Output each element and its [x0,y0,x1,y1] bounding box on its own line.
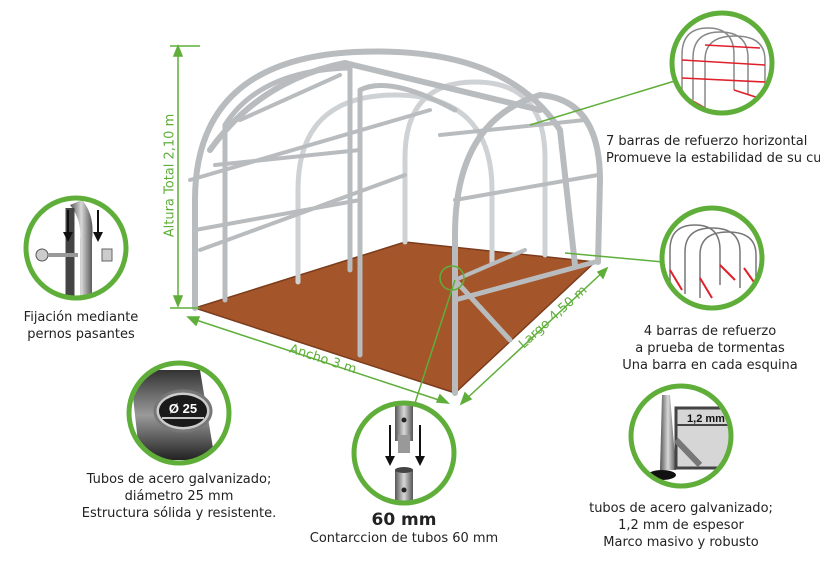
wall-thickness-line2: 1,2 mm de espesor [618,518,744,533]
wall-thickness-line1: tubos de acero galvanizado; [589,501,773,516]
tube-connection-title: 60 mm [371,510,437,530]
detail-storm-bars [659,205,765,311]
detail-bolt-fixing [23,195,129,301]
detail-horizontal-bars [669,10,775,116]
detail-tube-diameter [126,360,232,466]
horizontal-bars-line1: 7 barras de refuerzo horizontal [606,134,808,149]
tube-diameter-line1: Tubos de acero galvanizado; [86,472,272,487]
storm-bars-line2: a prueba de tormentas [635,341,785,356]
storm-bars-caption: 4 barras de refuerzo a prueba de torment… [610,323,810,374]
tube-connection-caption: 60 mm Contarccion de tubos 60 mm [304,510,504,547]
tube-diameter-line2: diámetro 25 mm [124,489,234,504]
wall-thickness-line3: Marco masivo y robusto [603,535,759,550]
storm-bars-line1: 4 barras de refuerzo [643,324,777,339]
tube-diameter-caption: Tubos de acero galvanizado; diámetro 25 … [79,471,279,522]
horizontal-bars-caption: 7 barras de refuerzo horizontal Promueve… [606,133,820,167]
detail-wall-thickness [628,383,734,489]
horizontal-bars-line2: Promueve la estabilidad de su cu [606,151,820,166]
wall-thickness-badge: 1,2 mm [687,413,725,425]
tube-diameter-line3: Estructura sólida y resistente. [81,506,277,521]
bolts-line1: Fijación mediante [23,310,139,325]
storm-bars-line3: Una barra en cada esquina [622,358,798,373]
bolts-line2: pernos pasantes [27,327,135,342]
height-dimension-label: Altura Total 2,10 m [162,113,178,238]
greenhouse-frame [188,48,603,396]
greenhouse-floor [192,241,597,394]
detail-tube-connection [351,400,457,506]
tube-diameter-badge: Ø 25 [169,401,197,416]
bolts-caption: Fijación mediante pernos pasantes [6,309,156,343]
wall-thickness-caption: tubos de acero galvanizado; 1,2 mm de es… [576,500,786,551]
tube-connection-line1: Contarccion de tubos 60 mm [309,531,499,546]
dimension-lines [170,43,679,406]
